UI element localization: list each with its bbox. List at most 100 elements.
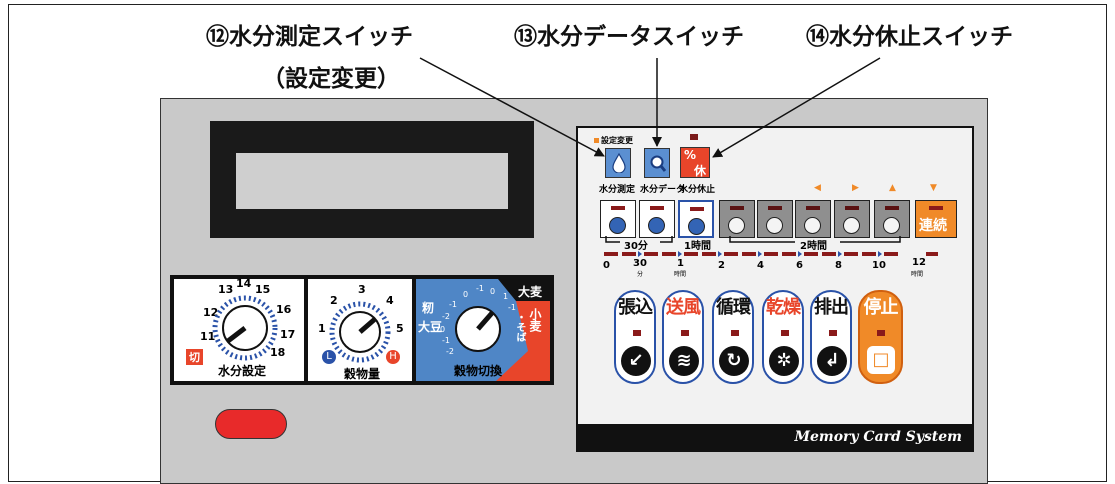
amount-label: 穀物量 <box>344 367 381 381</box>
timer-button-30m-1[interactable] <box>600 200 636 238</box>
grain-label-paddy: 籾 <box>422 301 435 315</box>
grain-selector-knob[interactable] <box>448 299 508 359</box>
operation-button-label: 張込 <box>618 297 653 318</box>
moisture-knob[interactable] <box>210 293 280 363</box>
grain-tick: 0 <box>440 325 446 334</box>
operation-button-2[interactable]: 送風 ≋ <box>662 290 704 384</box>
group-30min-label: 30分 <box>624 241 648 252</box>
scale-30: 30 <box>633 258 647 269</box>
operation-button-4[interactable]: 乾燥✲ <box>762 290 804 384</box>
arrow-left-icon: ◀ <box>814 183 821 193</box>
operation-button-label: 送風 <box>666 297 701 318</box>
operation-led <box>731 330 739 336</box>
amount-knob[interactable] <box>328 300 392 364</box>
amount-tick-5: 5 <box>396 322 404 335</box>
moisture-tick-13: 13 <box>218 283 234 296</box>
setting-change-led <box>594 138 599 143</box>
amount-low-badge: L <box>322 350 336 364</box>
callout-moisture-measure-switch: ⑫水分測定スイッチ <box>206 24 413 50</box>
continuous-label: 連続 <box>919 218 947 234</box>
pause-led <box>690 134 698 140</box>
moisture-tick-18: 18 <box>270 346 286 359</box>
timer-button-2h-4[interactable] <box>834 200 870 238</box>
callout-setting-change: （設定変更） <box>262 66 400 92</box>
operation-led <box>633 330 641 336</box>
operation-button-5[interactable]: 排出↲ <box>810 290 852 384</box>
continuous-button[interactable]: 連続 <box>915 200 957 238</box>
timer-group-brackets <box>605 236 901 243</box>
timer-button-2h-1[interactable] <box>719 200 755 238</box>
lcd-display-frame <box>210 121 534 238</box>
moisture-setting-label: 水分設定 <box>218 364 267 378</box>
operation-button-label: 循環 <box>716 297 751 318</box>
operation-button-3[interactable]: 循環 ↻ <box>712 290 754 384</box>
amount-tick-2: 2 <box>330 294 338 307</box>
timer-scale-track <box>604 251 938 257</box>
operation-icon: ↻ <box>719 346 749 376</box>
moisture-tick-14: 14 <box>236 277 252 290</box>
arrow-up-icon: ▲ <box>889 183 896 193</box>
operation-button-1[interactable]: 張込 ↙ <box>614 290 656 384</box>
percent-symbol: % <box>684 148 697 162</box>
timer-button-2h-2[interactable] <box>757 200 793 238</box>
grain-tick: -2 <box>446 347 454 356</box>
scale-2: 2 <box>718 260 725 271</box>
amount-tick-1: 1 <box>318 322 326 335</box>
grain-tick: -1 <box>508 303 516 312</box>
operation-led <box>829 330 837 336</box>
moisture-pause-button[interactable]: % 休 <box>680 147 710 178</box>
stop-button[interactable]: 停止 □ <box>858 290 903 384</box>
group-1h-label: 1時間 <box>684 241 711 252</box>
memory-card-panel <box>576 126 974 452</box>
scale-6: 6 <box>796 260 803 271</box>
scale-1: 1 <box>677 258 684 269</box>
moisture-data-button[interactable] <box>644 148 670 178</box>
grain-tick: -1 <box>442 336 450 345</box>
timer-button-1h[interactable] <box>678 200 714 238</box>
operation-icon: ≋ <box>669 346 699 376</box>
amount-high-badge: H <box>386 350 400 364</box>
grain-tick: -1 <box>476 284 484 293</box>
moisture-tick-12: 12 <box>203 306 219 319</box>
callout-moisture-data-switch: ⑬水分データスイッチ <box>514 24 744 50</box>
pause-glyph: 休 <box>694 164 707 178</box>
moisture-measure-label: 水分測定 <box>599 185 636 195</box>
stop-square-icon: □ <box>867 346 895 374</box>
grain-tick: -1 <box>449 300 457 309</box>
red-indicator-button[interactable] <box>215 409 287 439</box>
scale-10: 10 <box>872 260 886 271</box>
card-footer-text: Memory Card System <box>794 429 962 445</box>
card-footer-bar: Memory Card System <box>576 424 974 452</box>
moisture-tick-16: 16 <box>276 303 292 316</box>
callout-moisture-pause-switch: ⑭水分休止スイッチ <box>806 24 1013 50</box>
scale-12: 12 <box>912 257 926 268</box>
arrow-down-icon: ▼ <box>930 183 937 193</box>
operation-icon: ↙ <box>621 346 651 376</box>
setting-change-label: 設定変更 <box>601 136 633 145</box>
grain-label-barley: 大麦 <box>518 285 543 299</box>
moisture-data-label: 水分データ <box>640 185 686 195</box>
scale-unit-min: 分 <box>637 271 644 278</box>
grain-selector-background <box>496 279 550 381</box>
grain-label-wheat: 小麦 <box>528 308 542 332</box>
magnifier-icon <box>650 155 667 172</box>
scale-8: 8 <box>835 260 842 271</box>
moisture-off-label: 切 <box>186 349 203 365</box>
amount-tick-4: 4 <box>386 294 394 307</box>
operation-led <box>681 330 689 336</box>
timer-button-30m-2[interactable] <box>639 200 675 238</box>
grain-label-soybean: 大豆 <box>418 320 443 334</box>
arrow-right-icon: ▶ <box>852 183 859 193</box>
grain-tick: -2 <box>442 312 450 321</box>
grain-label-buckwheat: ・そば <box>514 312 525 342</box>
moisture-measure-button[interactable] <box>605 148 631 178</box>
timer-button-2h-5[interactable] <box>874 200 910 238</box>
operation-icon: ✲ <box>769 346 799 376</box>
grain-tick: 0 <box>490 287 496 296</box>
scale-unit-hour-12: 時間 <box>911 271 924 278</box>
grain-selector-label: 穀物切換 <box>454 364 503 378</box>
scale-0: 0 <box>603 260 610 271</box>
timer-button-2h-3[interactable] <box>795 200 831 238</box>
group-2h-label: 2時間 <box>800 241 827 252</box>
amount-tick-3: 3 <box>358 283 366 296</box>
